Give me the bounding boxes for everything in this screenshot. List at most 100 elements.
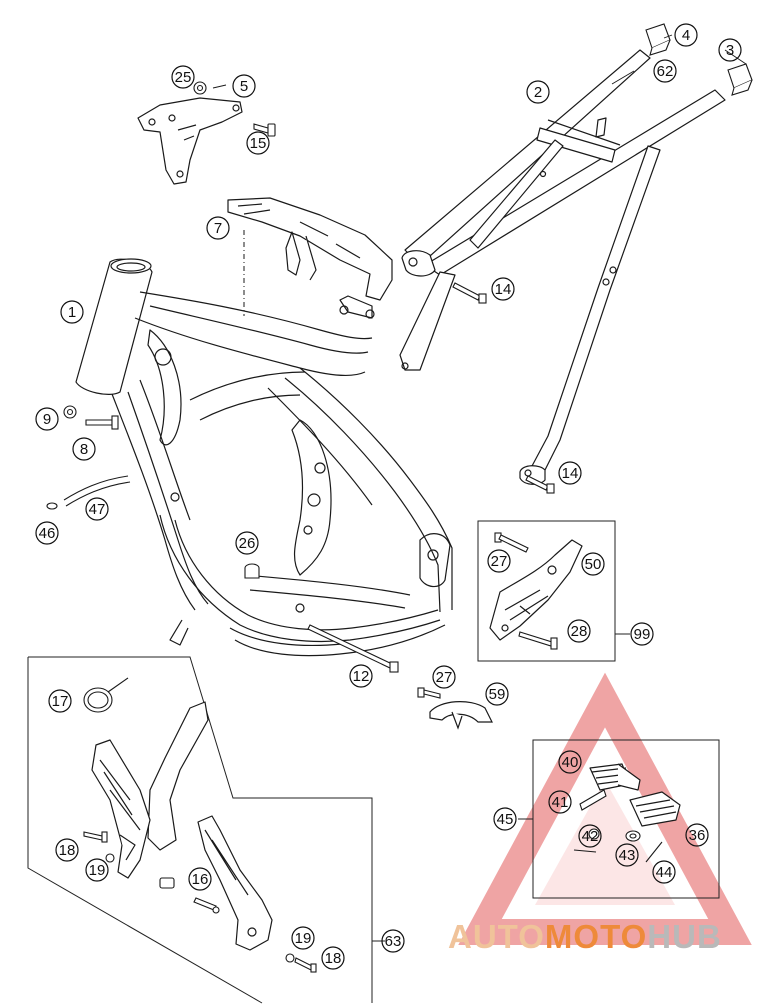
nut-25	[193, 81, 207, 95]
callout-label: 99	[634, 626, 651, 643]
callout-19: 19	[291, 926, 315, 950]
callout-label: 17	[52, 693, 69, 710]
callout-18: 18	[55, 838, 79, 862]
nut-9	[63, 405, 77, 419]
callout-label: 44	[656, 864, 673, 881]
callout-1: 1	[60, 300, 84, 324]
callout-63: 63	[381, 929, 405, 953]
callout-circle	[381, 929, 405, 953]
watermark-triangle	[458, 672, 752, 945]
group-box-63	[27, 656, 385, 1004]
chain-slider-59	[429, 701, 493, 730]
callout-3: 3	[718, 38, 742, 62]
callout-circle	[188, 867, 212, 891]
bolt-14-upper	[452, 282, 487, 304]
callout-label: 63	[385, 933, 402, 950]
callout-label: 27	[436, 669, 453, 686]
callout-43: 43	[615, 843, 639, 867]
callout-17: 17	[48, 689, 72, 713]
bolt-14-lower	[525, 475, 555, 494]
callout-circle	[653, 59, 677, 83]
rear-subframe	[399, 49, 726, 485]
callout-label: 27	[491, 553, 508, 570]
callout-42: 42	[578, 824, 602, 848]
callout-circle	[674, 23, 698, 47]
callout-label: 12	[353, 668, 370, 685]
callout-label: 1	[68, 304, 76, 321]
callout-label: 8	[80, 441, 88, 458]
clip-46	[46, 502, 58, 510]
callout-circle	[85, 497, 109, 521]
callout-circle	[432, 665, 456, 689]
callout-circle	[85, 858, 109, 882]
bolt-8	[85, 415, 119, 430]
end-cap-3	[727, 63, 753, 96]
callout-28: 28	[567, 619, 591, 643]
callout-circle	[48, 689, 72, 713]
leader-lines	[212, 34, 747, 89]
callout-circle	[206, 216, 230, 240]
callout-7: 7	[206, 216, 230, 240]
callout-circle	[72, 437, 96, 461]
callout-14: 14	[558, 461, 582, 485]
callout-label: 18	[59, 842, 76, 859]
callout-45: 45	[493, 807, 517, 831]
callout-40: 40	[558, 750, 582, 774]
callout-circle	[321, 946, 345, 970]
callout-59: 59	[485, 682, 509, 706]
callout-label: 5	[240, 78, 248, 95]
callout-circle	[548, 790, 572, 814]
callout-circle	[630, 622, 654, 646]
callout-label: 19	[89, 862, 106, 879]
footrest-hardware	[573, 789, 663, 863]
callout-label: 26	[239, 535, 256, 552]
bolt-12	[307, 624, 399, 673]
callout-47: 47	[85, 497, 109, 521]
main-frame	[75, 258, 453, 657]
watermark-part-1: AUTO	[448, 918, 545, 955]
callout-19: 19	[85, 858, 109, 882]
callout-label: 25	[175, 69, 192, 86]
callout-18: 18	[321, 946, 345, 970]
callout-label: 9	[43, 411, 51, 428]
bushing-26	[244, 563, 260, 579]
callout-label: 28	[571, 623, 588, 640]
hardware-63	[83, 831, 317, 973]
cable-tie-17	[83, 677, 129, 713]
callout-circle	[246, 131, 270, 155]
callout-4: 4	[674, 23, 698, 47]
callout-circle	[349, 664, 373, 688]
callout-5: 5	[232, 74, 256, 98]
callout-circle	[171, 65, 195, 89]
callout-circle	[558, 750, 582, 774]
callout-label: 42	[582, 828, 599, 845]
callout-label: 36	[689, 827, 706, 844]
frame-cover-right	[197, 815, 273, 951]
callout-14: 14	[491, 277, 515, 301]
callout-label: 62	[657, 63, 674, 80]
callout-25: 25	[171, 65, 195, 89]
callout-label: 47	[89, 501, 106, 518]
watermark-text: AUTOMOTOHUB	[448, 918, 722, 956]
callout-label: 3	[726, 42, 734, 59]
callout-46: 46	[35, 521, 59, 545]
callout-circle	[232, 74, 256, 98]
callout-label: 18	[325, 950, 342, 967]
callout-12: 12	[349, 664, 373, 688]
callout-circle	[685, 823, 709, 847]
callout-circle	[60, 300, 84, 324]
callout-27: 27	[487, 549, 511, 573]
callout-label: 2	[534, 84, 542, 101]
callout-circle	[652, 860, 676, 884]
group-box-45	[518, 739, 720, 899]
bracket-5	[137, 97, 243, 185]
bolt-27-box	[494, 532, 529, 553]
callout-label: 16	[192, 871, 209, 888]
watermark-part-3: HUB	[647, 918, 722, 955]
group-box-99	[477, 520, 630, 662]
frame-cover-left	[91, 701, 209, 879]
callout-circle	[487, 549, 511, 573]
callout-circle	[526, 80, 550, 104]
callout-99: 99	[630, 622, 654, 646]
callout-circle	[235, 531, 259, 555]
